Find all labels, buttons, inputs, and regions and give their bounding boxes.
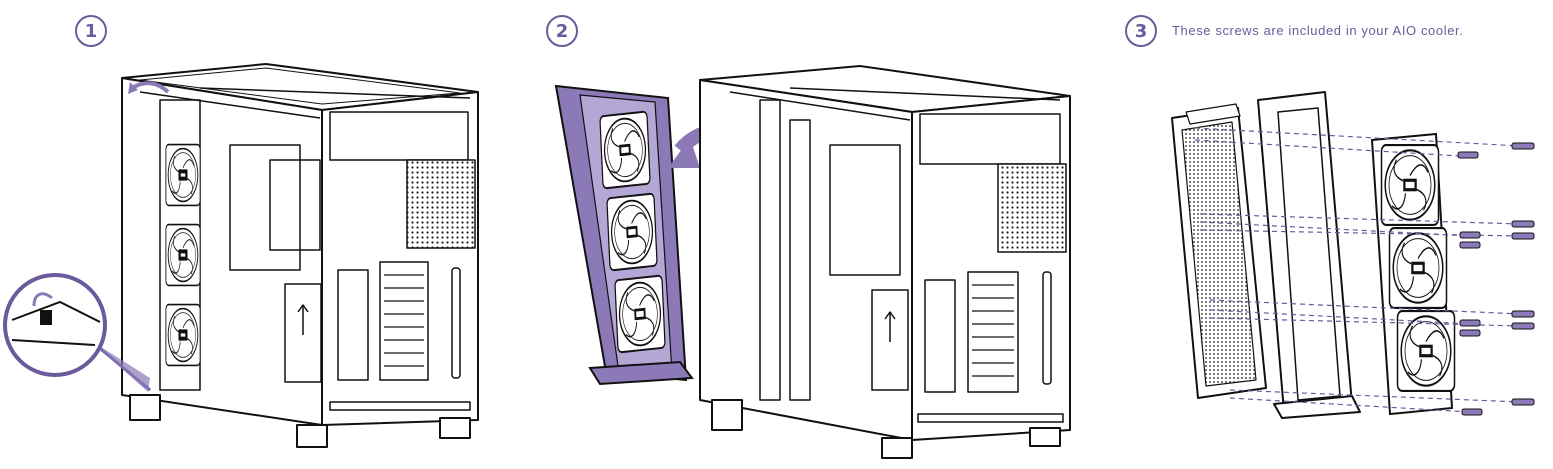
step-2-badge: 2 [546,15,578,47]
step-3-screws [1457,142,1535,416]
step-3-radiator [1171,103,1267,399]
step-1-badge: 1 [75,15,107,47]
step-1-magnifier [3,273,151,392]
step-3-bracket [1257,91,1361,419]
step-3-caption: These screws are included in your AIO co… [1172,23,1464,38]
step-1-case [121,63,479,448]
step-3-badge: 3 [1125,15,1157,47]
step-2-bracket [554,84,694,386]
step-3-guide-lines [1194,127,1521,413]
step-3-fans [1370,132,1456,416]
step-2-case [699,65,1071,459]
